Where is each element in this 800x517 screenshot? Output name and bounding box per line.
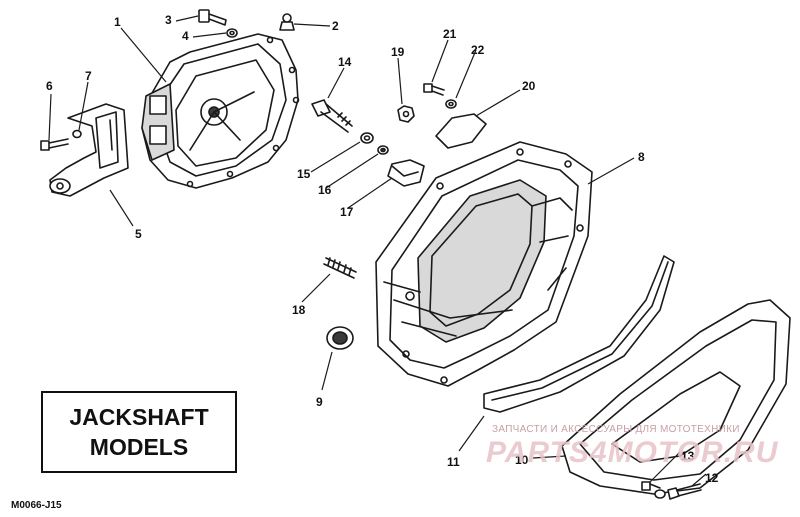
callout-7: 7 bbox=[85, 69, 92, 83]
leader-21 bbox=[431, 39, 449, 83]
callout-21: 21 bbox=[443, 27, 457, 41]
leader-lines bbox=[48, 15, 707, 487]
callout-17: 17 bbox=[340, 205, 354, 219]
leader-5 bbox=[109, 189, 134, 227]
part-2-fitting bbox=[279, 13, 295, 31]
callout-10: 10 bbox=[515, 453, 529, 467]
callout-9: 9 bbox=[316, 395, 323, 409]
part-22-washer bbox=[445, 99, 457, 109]
callout-labels: 1 2 3 4 5 6 7 8 9 10 11 12 13 14 15 16 1… bbox=[46, 13, 719, 485]
part-9-seal bbox=[326, 326, 354, 350]
callout-1: 1 bbox=[114, 15, 121, 29]
leader-19 bbox=[397, 57, 403, 105]
leader-18 bbox=[301, 273, 331, 303]
part-10-cover bbox=[561, 299, 791, 495]
title-box: JACKSHAFT MODELS bbox=[41, 391, 237, 473]
part-19-nut bbox=[397, 105, 415, 123]
part-12-bolt bbox=[654, 483, 702, 500]
leader-13 bbox=[649, 451, 681, 483]
callout-22: 22 bbox=[471, 43, 485, 57]
part-3-bolt bbox=[198, 9, 227, 26]
title-line-2: MODELS bbox=[89, 434, 189, 460]
leader-11 bbox=[458, 415, 485, 452]
leader-12 bbox=[691, 473, 707, 487]
part-17-clamp bbox=[387, 159, 425, 187]
leader-1 bbox=[120, 27, 167, 83]
part-16-washer bbox=[377, 145, 389, 155]
part-7-washer bbox=[72, 129, 82, 139]
watermark-text: ЗАПЧАСТИ И АКСЕССУАРЫ ДЛЯ МОТОТЕХНИКИ bbox=[492, 424, 740, 435]
leader-8 bbox=[587, 157, 635, 185]
callout-8: 8 bbox=[638, 150, 645, 164]
leader-16 bbox=[325, 153, 379, 189]
part-1-bell-housing bbox=[141, 33, 300, 189]
leader-15 bbox=[310, 141, 361, 173]
part-11-gasket bbox=[483, 255, 675, 413]
part-8-flywheel-housing bbox=[375, 141, 593, 387]
watermark-logo: PARTS4MOTOR.RU bbox=[486, 436, 779, 469]
part-20-cover-plate bbox=[435, 113, 487, 149]
part-15-washer bbox=[360, 132, 374, 144]
callout-19: 19 bbox=[391, 45, 405, 59]
part-18-stud bbox=[323, 257, 357, 279]
callout-2: 2 bbox=[332, 19, 339, 33]
leader-3 bbox=[175, 15, 199, 22]
leader-9 bbox=[321, 351, 333, 391]
leader-20 bbox=[475, 89, 521, 117]
leader-14 bbox=[327, 67, 345, 99]
leader-2 bbox=[293, 23, 331, 27]
leader-7 bbox=[78, 81, 89, 131]
part-13-screw bbox=[641, 481, 661, 491]
callout-18: 18 bbox=[292, 303, 306, 317]
callout-14: 14 bbox=[338, 55, 352, 69]
title-line-1: JACKSHAFT bbox=[69, 404, 209, 430]
callout-12: 12 bbox=[705, 471, 719, 485]
callout-16: 16 bbox=[318, 183, 332, 197]
leader-10 bbox=[532, 455, 567, 459]
callout-3: 3 bbox=[165, 13, 172, 27]
callout-13: 13 bbox=[681, 449, 695, 463]
part-21-screw bbox=[423, 83, 445, 96]
callout-11: 11 bbox=[447, 455, 460, 469]
leader-6 bbox=[48, 93, 52, 141]
figure-code: M0066-J15 bbox=[11, 500, 62, 511]
part-5-bracket bbox=[49, 103, 129, 197]
callout-15: 15 bbox=[297, 167, 311, 181]
callout-5: 5 bbox=[135, 227, 142, 241]
part-6-screw bbox=[40, 138, 69, 151]
callout-20: 20 bbox=[522, 79, 536, 93]
leader-17 bbox=[347, 177, 393, 209]
leader-22 bbox=[455, 49, 477, 99]
leader-4 bbox=[192, 32, 227, 38]
callout-6: 6 bbox=[46, 79, 53, 93]
callout-4: 4 bbox=[182, 29, 189, 43]
part-4-washer bbox=[226, 28, 238, 38]
part-14-bolt bbox=[311, 99, 353, 133]
